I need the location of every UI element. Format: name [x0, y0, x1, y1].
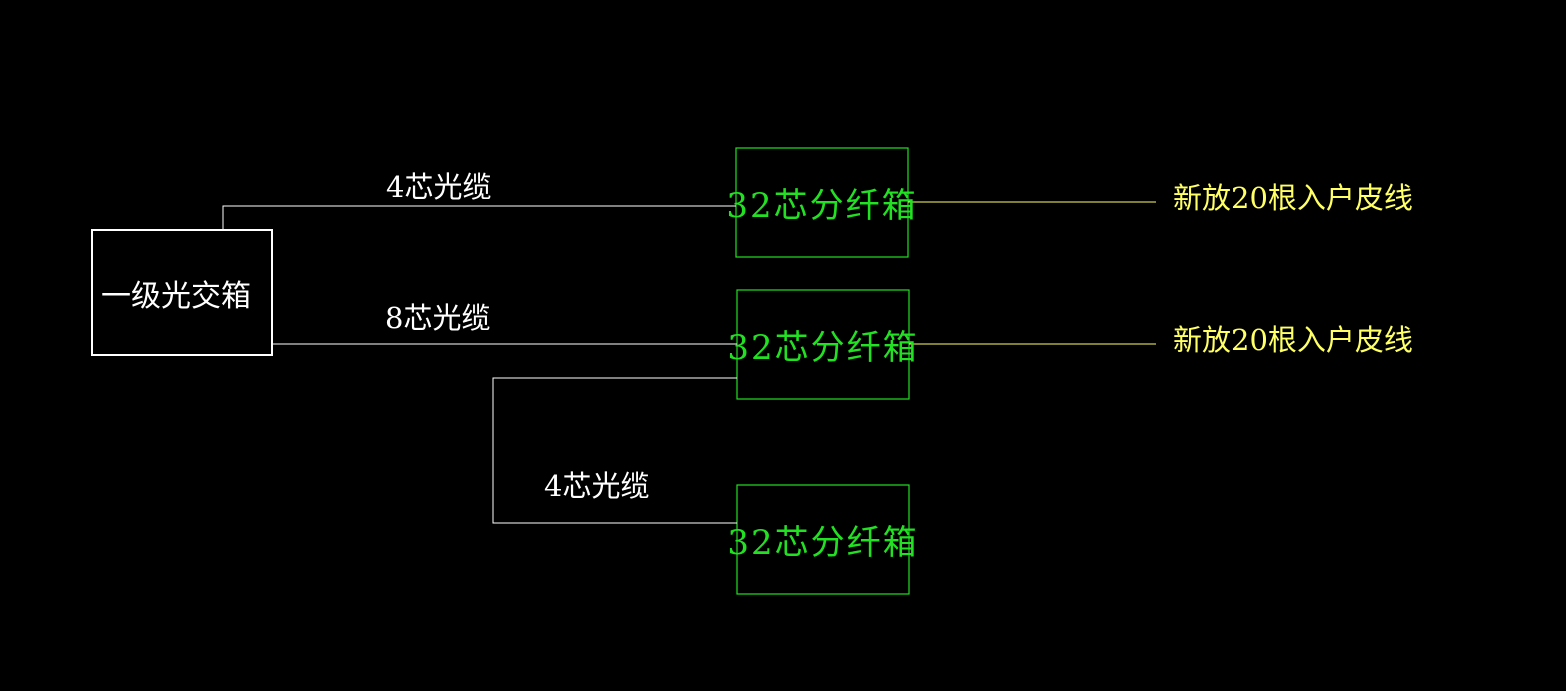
drop-label-2: 新放20根入户皮线 — [1173, 323, 1413, 357]
cable-label-2: 8芯光缆 — [385, 301, 491, 335]
cable-label-3: 4芯光缆 — [544, 469, 650, 503]
splitter-box-2-label: 32芯分纤箱 — [727, 328, 919, 368]
splitter-box-1-label: 32芯分纤箱 — [726, 186, 918, 226]
splitter-box-3-label: 32芯分纤箱 — [727, 523, 919, 563]
cable-label-1: 4芯光缆 — [386, 170, 492, 204]
splitter-box-3-outline — [736, 484, 910, 595]
drop-label-1: 新放20根入户皮线 — [1173, 181, 1413, 215]
cable-line-3 — [492, 377, 737, 524]
main-box-outline — [91, 229, 273, 356]
cable-line-1 — [222, 205, 736, 230]
main-box-label: 一级光交箱 — [101, 278, 251, 314]
